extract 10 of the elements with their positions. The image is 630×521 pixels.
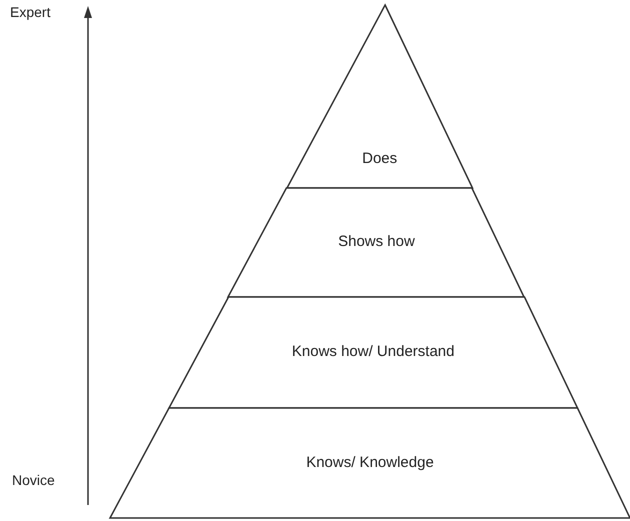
tier-label: Does xyxy=(362,150,398,167)
scale-label: Novice xyxy=(12,472,55,488)
tier-label: Knows/ Knowledge xyxy=(306,454,434,471)
tier-label: Shows how xyxy=(338,233,415,250)
pyramid-tier xyxy=(286,5,472,188)
pyramid-tier xyxy=(228,188,524,297)
scale-label: Expert xyxy=(10,4,50,20)
pyramid-tier xyxy=(110,408,630,518)
pyramid-tier xyxy=(168,297,578,408)
tier-label: Knows how/ Understand xyxy=(292,343,454,360)
